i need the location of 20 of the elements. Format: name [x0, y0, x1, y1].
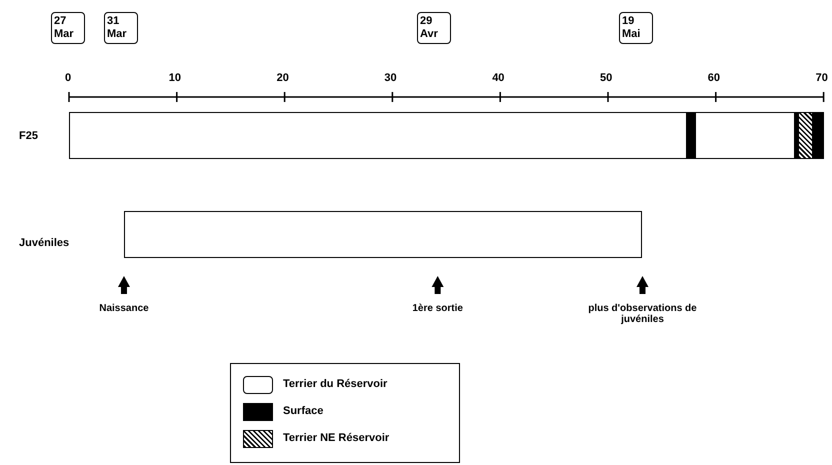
tick-label: 10 — [168, 72, 182, 84]
date-tag: 29 Avr — [417, 12, 451, 44]
legend-label: Surface — [283, 405, 324, 417]
tick-label: 20 — [276, 72, 289, 84]
tick-label: 70 — [816, 72, 828, 84]
legend-label: Terrier NE Réservoir — [283, 432, 390, 444]
event-label: 1ère sortie — [411, 303, 464, 314]
date-tag: 27 Mar — [51, 12, 85, 44]
date-tag: 31 Mar — [104, 12, 138, 44]
date-tag: 19 Mai — [619, 12, 653, 44]
tick-label: 40 — [492, 72, 504, 84]
event-label: plus d'observations de juvéniles — [587, 303, 698, 325]
tick-label: 30 — [384, 72, 397, 84]
row-label: Juvéniles — [19, 237, 70, 249]
tick-label: 0 — [65, 72, 72, 84]
tick-label: 50 — [600, 72, 612, 84]
event-label: Naissance — [98, 303, 150, 314]
tick-label: 60 — [708, 72, 720, 84]
row-label: F25 — [19, 130, 38, 142]
legend-label: Terrier du Réservoir — [283, 378, 388, 390]
